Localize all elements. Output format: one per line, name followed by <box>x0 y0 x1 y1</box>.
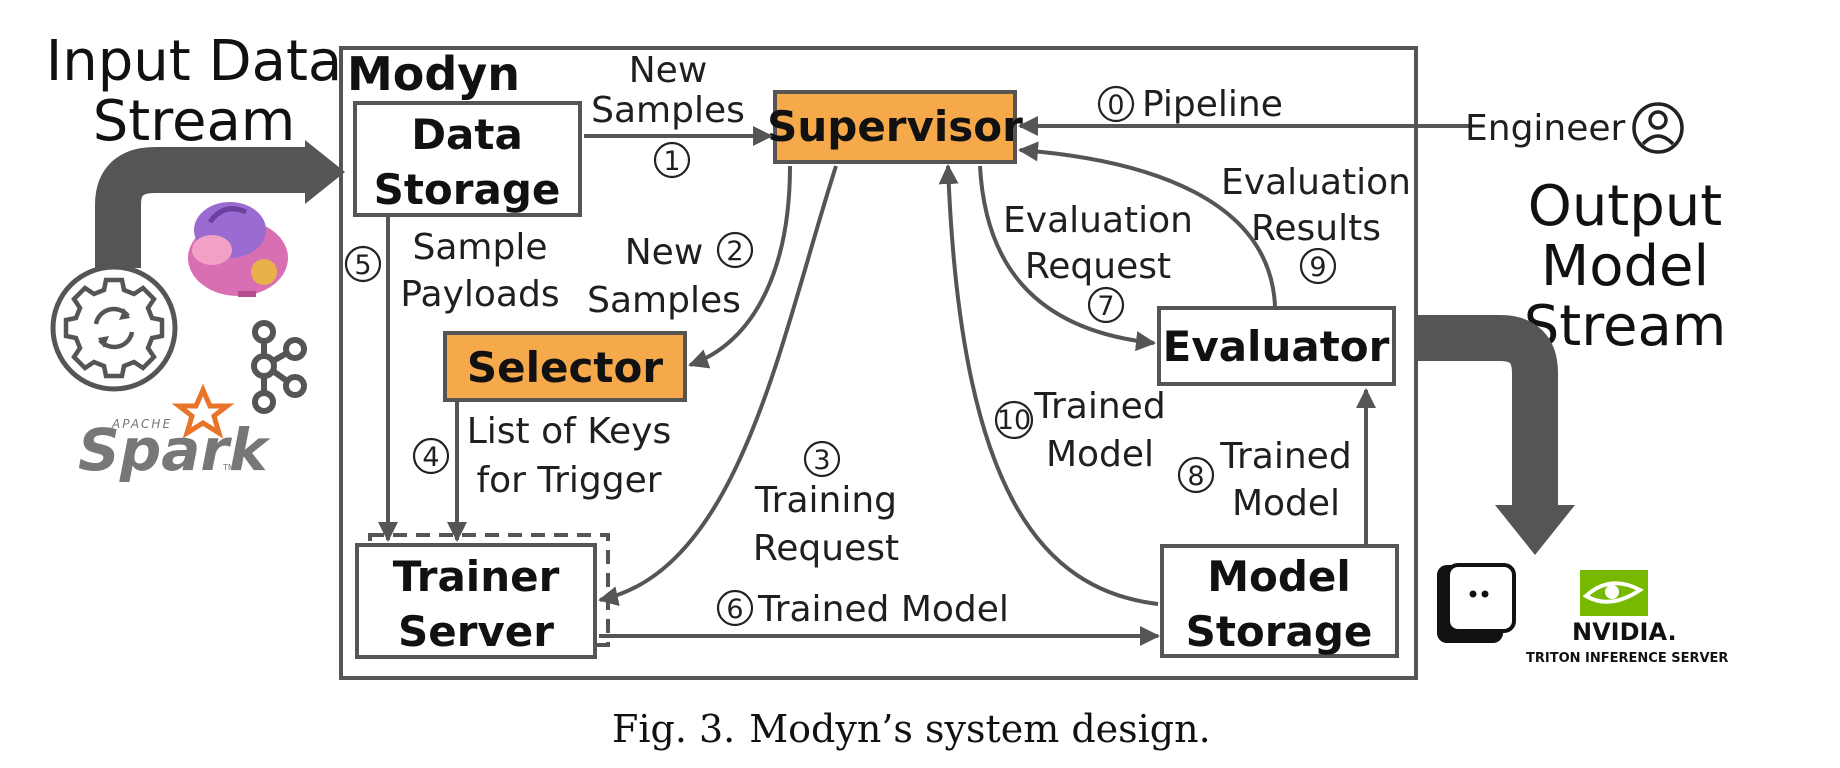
kafka-icon <box>251 320 307 414</box>
model-storage-box: Model Storage <box>1160 544 1399 658</box>
model-storage-label-line1: Model <box>1207 552 1351 601</box>
spark-small-text: APACHE <box>111 417 172 431</box>
output-stream-title-line1: Output <box>1528 174 1723 239</box>
nvidia-triton-logo: NVIDIA. TRITON INFERENCE SERVER <box>1526 570 1728 666</box>
new-samples-1-line2: Samples <box>591 90 745 131</box>
svg-text:8: 8 <box>1187 461 1204 492</box>
supervisor-label: Supervisor <box>767 102 1023 151</box>
modyn-title: Modyn <box>347 47 520 101</box>
arrow-training-request <box>598 165 838 606</box>
svg-text:3: 3 <box>813 445 830 476</box>
step-9-circle: 9 <box>1299 247 1337 285</box>
nvidia-wordmark: NVIDIA. <box>1572 618 1677 646</box>
list-of-keys-line1: List of Keys <box>467 411 672 452</box>
input-stream-arrow <box>95 140 345 268</box>
step-2-circle: 2 <box>716 231 754 269</box>
step-4-circle: 4 <box>412 437 450 475</box>
new-samples-2-line1: New <box>625 232 704 273</box>
evaluation-request-line1: Evaluation <box>1003 200 1193 241</box>
svg-text:5: 5 <box>354 250 371 281</box>
output-stream-title-line3: Stream <box>1524 294 1727 359</box>
training-request-line1: Training <box>754 480 897 521</box>
svg-text:10: 10 <box>997 405 1031 436</box>
selector-label: Selector <box>467 343 663 392</box>
list-of-keys-line2: for Trigger <box>476 460 661 501</box>
new-samples-1-line1: New <box>629 50 708 91</box>
new-samples-2-line2: Samples <box>587 280 741 321</box>
gear-sync-icon <box>50 264 178 392</box>
evaluation-results-line2: Results <box>1251 208 1381 249</box>
svg-text:9: 9 <box>1309 252 1326 283</box>
flink-squirrel-icon <box>188 202 288 297</box>
user-icon <box>1632 102 1684 154</box>
spark-star-icon <box>171 383 235 439</box>
data-storage-box: Data Storage <box>353 101 582 217</box>
svg-text:4: 4 <box>422 442 439 473</box>
trainer-server-label-line2: Server <box>398 607 554 656</box>
trained-model-10-line2: Model <box>1046 434 1154 475</box>
input-stream-title-line2: Stream <box>93 89 296 154</box>
trainer-server-label-line1: Trainer <box>393 552 560 601</box>
arrow-trained-model-10 <box>938 164 1159 606</box>
trainer-server-box: Trainer Server <box>355 533 610 659</box>
triton-subtitle: TRITON INFERENCE SERVER <box>1526 651 1728 666</box>
modyn-container <box>339 46 1418 680</box>
step-7-circle: 7 <box>1087 286 1125 324</box>
svg-text:2: 2 <box>726 236 743 267</box>
sample-payloads-line2: Payloads <box>400 274 559 315</box>
figure-caption-label: Fig. 3. <box>612 707 735 751</box>
arrow-evaluation-results <box>1018 141 1277 307</box>
evaluator-label: Evaluator <box>1163 322 1390 371</box>
figure-caption: Fig. 3. Modyn’s system design. <box>612 707 1211 751</box>
svg-text:1: 1 <box>663 146 680 177</box>
step-5-circle: 5 <box>344 245 382 283</box>
trained-model-8-line2: Model <box>1232 483 1340 524</box>
model-storage-label-line2: Storage <box>1186 607 1373 656</box>
data-storage-label-line2: Storage <box>374 165 561 214</box>
svg-text:7: 7 <box>1097 291 1114 322</box>
pipeline-label: Pipeline <box>1142 84 1283 125</box>
data-storage-label-line1: Data <box>411 110 523 159</box>
evaluator-box: Evaluator <box>1157 306 1396 386</box>
trained-model-8-line1: Trained <box>1219 436 1351 477</box>
step-6-circle: 6 <box>716 589 754 627</box>
spark-name: Spark <box>78 416 271 484</box>
svg-text:0: 0 <box>1107 90 1124 121</box>
svg-text:6: 6 <box>726 594 743 625</box>
step-0-circle: 0 <box>1097 85 1135 123</box>
arrow-evaluation-request <box>978 165 1156 352</box>
output-stream-title-line2: Model <box>1541 234 1709 299</box>
training-request-line2: Request <box>753 528 899 569</box>
supervisor-box: Supervisor <box>767 90 1023 164</box>
step-3-circle: 3 <box>803 440 841 478</box>
step-10-circle: 10 <box>994 400 1034 440</box>
sample-payloads-line1: Sample <box>413 227 548 268</box>
evaluation-results-line1: Evaluation <box>1221 162 1411 203</box>
selector-box: Selector <box>443 331 687 402</box>
figure-caption-text: Modyn’s system design. <box>749 707 1210 751</box>
engineer-label: Engineer <box>1465 108 1626 149</box>
spark-logo: APACHE Spark TM <box>78 383 271 484</box>
arrow-new-samples-2 <box>688 165 792 369</box>
output-stream-arrow <box>1418 315 1575 555</box>
trained-model-6-label: Trained Model <box>757 589 1009 630</box>
step-1-circle: 1 <box>653 141 691 179</box>
kserve-icon <box>1437 563 1516 643</box>
evaluation-request-line2: Request <box>1025 246 1171 287</box>
step-8-circle: 8 <box>1177 456 1215 494</box>
spark-tm: TM <box>222 463 235 472</box>
input-stream-title-line1: Input Data <box>46 29 343 94</box>
trained-model-10-line1: Trained <box>1033 386 1165 427</box>
